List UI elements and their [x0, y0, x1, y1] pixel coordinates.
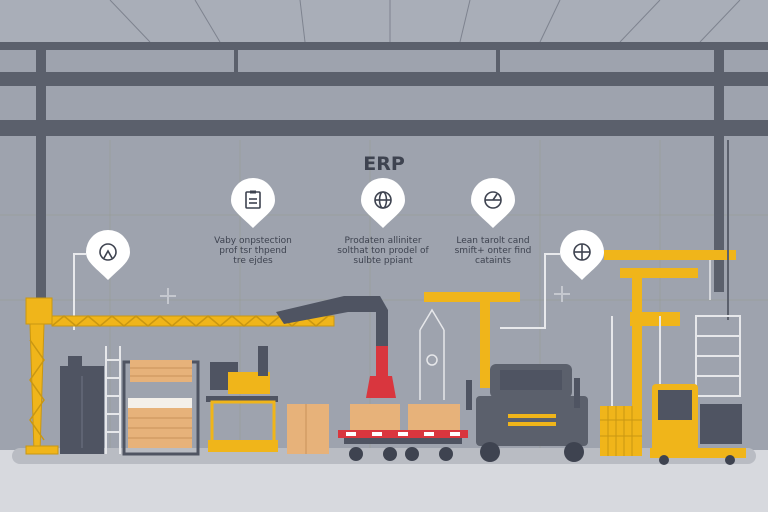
pin-clipboard [231, 178, 275, 228]
pin-globe [361, 178, 405, 228]
caption-2: Prodaten alliniter solthat ton prodel of… [337, 236, 429, 266]
caption-1-line-2: prof tsr thpend [219, 246, 286, 256]
steel-beams [0, 42, 768, 302]
scene-title: ERP [363, 153, 405, 175]
caption-1-line-1: Vaby onpstection [214, 236, 292, 246]
yellow-cage [600, 406, 642, 456]
forklift [650, 384, 746, 465]
cardboard-box [287, 404, 329, 454]
control-cabinet [60, 356, 104, 454]
yellow-machine [206, 346, 278, 452]
plus-marks [160, 286, 570, 304]
process-gear-icon [99, 243, 117, 261]
caption-3: Lean tarolt cand smift+ onter find catai… [455, 236, 532, 266]
crate-rack [122, 360, 200, 456]
robotic-arm [276, 296, 396, 398]
caption-1: Vaby onpstection prof tsr thpend tre ejd… [214, 236, 292, 266]
ladder [105, 346, 121, 454]
caption-3-line-3: cataints [475, 256, 511, 266]
caption-1-line-3: tre ejdes [233, 256, 273, 266]
pin-globe-check [560, 230, 604, 280]
globe-check-icon [573, 243, 591, 261]
pin-gauge [471, 178, 515, 228]
caption-2-line-1: Prodaten alliniter [344, 236, 421, 246]
hoist [419, 292, 520, 400]
caption-2-line-3: sulbte ppiant [353, 256, 413, 266]
truck [466, 364, 588, 462]
globe-icon [374, 191, 392, 209]
caption-3-line-2: smift+ onter find [455, 246, 532, 256]
clipboard-icon [245, 190, 261, 209]
caption-2-line-2: solthat ton prodel of [337, 246, 429, 256]
pin-process-gear [86, 230, 130, 280]
ceiling [0, 0, 768, 43]
tower-crane [604, 140, 736, 408]
gauge-icon [484, 191, 502, 209]
caption-3-line-1: Lean tarolt cand [456, 236, 529, 246]
conveyor [338, 404, 468, 461]
connector-lines [73, 253, 560, 330]
